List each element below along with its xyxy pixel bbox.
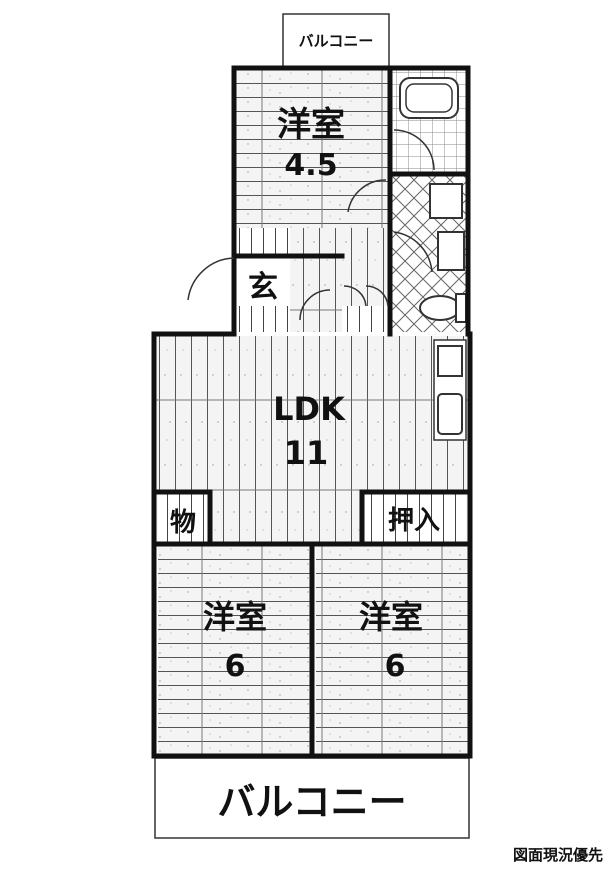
entrance-floor [236, 258, 288, 306]
storage-label: 物 [170, 508, 196, 538]
western-room-left-floor [158, 546, 312, 754]
stove-icon [437, 345, 463, 377]
ldk-size: 11 [284, 434, 329, 472]
western-room-right-floor [316, 546, 468, 754]
western-room-right-size: 6 [385, 649, 406, 684]
western-room-left-name: 洋室 [203, 598, 267, 636]
walls [151, 65, 473, 759]
balcony-top-label: バルコニー [299, 32, 374, 50]
storage-floor [158, 494, 208, 542]
toilet-tank [455, 293, 467, 323]
western-room-top-name: 洋室 [277, 105, 345, 145]
western-room-right-name: 洋室 [359, 598, 423, 636]
sink-icon [437, 393, 463, 435]
bathtub-icon [399, 77, 459, 119]
door-swings [187, 129, 435, 321]
balcony-bottom-label: バルコニー [217, 780, 406, 824]
balcony-top [282, 13, 390, 69]
closet-floor [364, 494, 466, 542]
toilet-icon [419, 295, 461, 321]
plan-priority-note: 図面現況優先 [512, 846, 603, 864]
washing-machine-icon [429, 183, 463, 219]
bathtub-inner [405, 83, 453, 113]
western-room-top-floor [236, 70, 388, 228]
washbasin-icon [437, 231, 465, 271]
western-room-top-size: 4.5 [284, 148, 337, 183]
balcony-bottom [154, 757, 470, 839]
closet-label: 押入 [388, 506, 440, 536]
shoe-cabinet-left [236, 306, 288, 332]
shoe-cabinet-right [342, 306, 388, 332]
entrance-label: 玄 [248, 270, 278, 305]
ldk-name: LDK [273, 390, 346, 428]
western-room-left-size: 6 [225, 649, 246, 684]
